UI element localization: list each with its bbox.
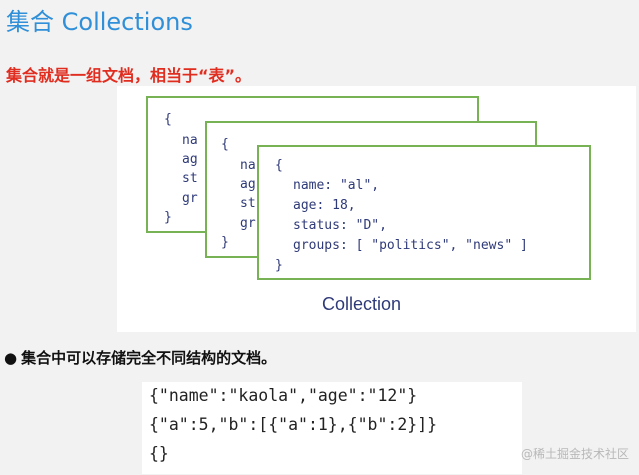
card-line-status: st bbox=[182, 171, 198, 186]
figure-caption: Collection bbox=[322, 294, 402, 314]
card-line-name: na bbox=[240, 158, 256, 173]
card-close-brace: } bbox=[275, 258, 283, 273]
card-line-groups: groups: [ "politics", "news" ] bbox=[293, 238, 528, 253]
document-card-front: { name: "al", age: 18, status: "D", grou… bbox=[257, 145, 591, 280]
card-line-groups: gr bbox=[240, 216, 256, 231]
code-example-box: {"name":"kaola","age":"12"} {"a":5,"b":[… bbox=[142, 382, 522, 474]
bullet-point: ●集合中可以存储完全不同结构的文档。 bbox=[4, 347, 276, 368]
collection-figure: { na ag st gr } { na ag st gr } { name: … bbox=[117, 86, 636, 332]
card-open-brace: { bbox=[221, 137, 229, 152]
card-line-age: age: 18, bbox=[293, 198, 356, 213]
card-close-brace: } bbox=[164, 210, 172, 225]
card-line-status: status: "D", bbox=[293, 218, 387, 233]
card-line-name: name: "al", bbox=[293, 178, 380, 193]
card-line-age: ag bbox=[240, 177, 256, 192]
card-line-age: ag bbox=[182, 152, 198, 167]
page-subtitle: 集合就是一组文档，相当于“表”。 bbox=[6, 66, 252, 85]
code-example-line: {"name":"kaola","age":"12"} bbox=[149, 386, 418, 405]
bullet-icon: ● bbox=[4, 349, 18, 367]
card-open-brace: { bbox=[164, 112, 172, 127]
card-line-groups: gr bbox=[182, 191, 198, 206]
card-line-name: na bbox=[182, 133, 198, 148]
page-title: 集合 Collections bbox=[6, 8, 193, 36]
card-line-status: st bbox=[240, 196, 256, 211]
card-close-brace: } bbox=[221, 235, 229, 250]
watermark: @稀土掘金技术社区 bbox=[520, 447, 629, 461]
bullet-text: 集合中可以存储完全不同结构的文档。 bbox=[21, 349, 277, 367]
card-open-brace: { bbox=[275, 158, 283, 173]
code-example-line: {} bbox=[149, 444, 169, 463]
code-example-line: {"a":5,"b":[{"a":1},{"b":2}]} bbox=[149, 415, 438, 434]
